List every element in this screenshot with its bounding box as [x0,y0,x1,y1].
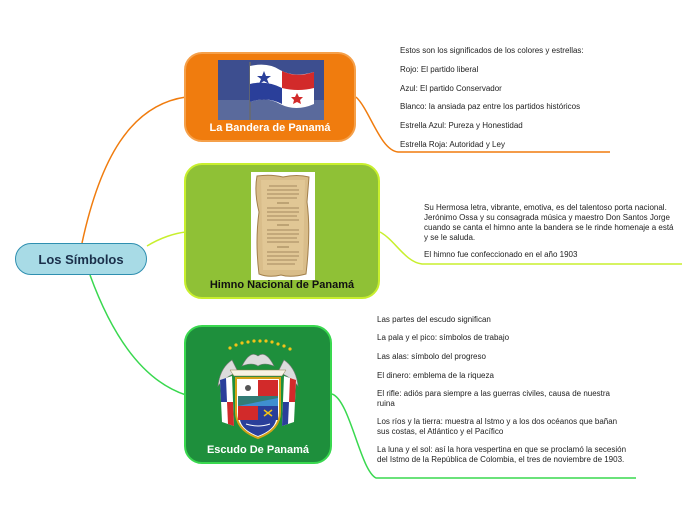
note-line: Las alas: símbolo del progreso [377,352,486,362]
link-root-shield [90,275,186,395]
topic-shield-title: Escudo De Panamá [186,444,330,456]
note-line: Estos son los significados de los colore… [400,46,584,56]
note-line: El himno fue confeccionado en el año 190… [424,250,577,260]
note-line: Los ríos y la tierra: muestra al Istmo y… [377,417,627,437]
panama-flag-image [218,60,324,120]
link-root-anthem [147,232,186,246]
link-root-flag [82,97,186,243]
topic-flag-title: La Bandera de Panamá [186,122,354,134]
note-line: La luna y el sol: así la hora vespertina… [377,445,627,465]
note-line: Blanco: la ansiada paz entre los partido… [400,102,580,112]
topic-shield[interactable]: Escudo De Panamá [184,325,332,464]
note-line: Rojo: El partido liberal [400,65,478,75]
note-line: Las partes del escudo significan [377,315,491,325]
anthem-scroll-image [251,172,315,280]
note-line: Estrella Roja: Autoridad y Ley [400,140,505,150]
note-line: La pala y el pico: símbolos de trabajo [377,333,509,343]
note-line: El rifle: adiós para siempre a las guerr… [377,389,627,409]
topic-flag[interactable]: La Bandera de Panamá [184,52,356,142]
note-line: Estrella Azul: Pureza y Honestidad [400,121,523,131]
central-topic-label: Los Símbolos [38,252,123,267]
note-line: Azul: El partido Conservador [400,84,502,94]
topic-anthem-title: Himno Nacional de Panamá [186,279,378,291]
topic-anthem[interactable]: Himno Nacional de Panamá [184,163,380,299]
coat-of-arms-image [212,336,304,443]
central-topic[interactable]: Los Símbolos [15,243,147,275]
note-line: El dinero: emblema de la riqueza [377,371,494,381]
note-line: Su Hermosa letra, vibrante, emotiva, es … [424,203,679,243]
